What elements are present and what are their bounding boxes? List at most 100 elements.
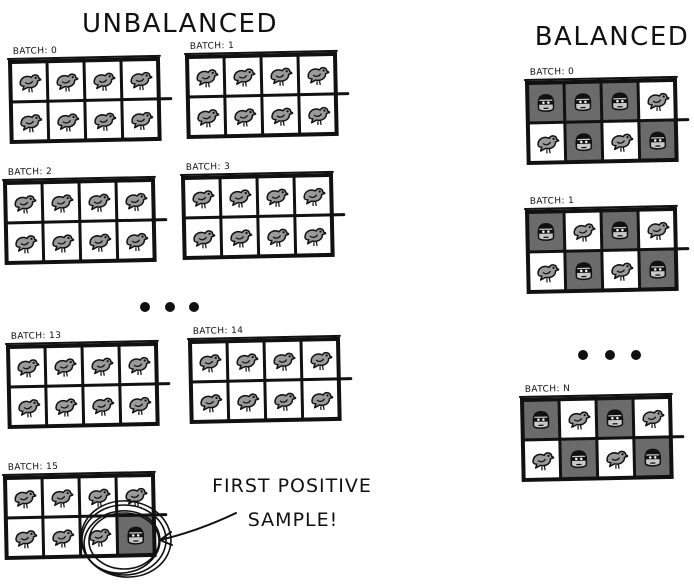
grid-lines: [4, 339, 171, 430]
positive-cell: [116, 514, 155, 556]
negative-cell: [118, 343, 157, 385]
positive-cell: [638, 248, 677, 290]
negative-cell: [293, 174, 332, 216]
positive-cell: [564, 250, 603, 292]
robber-icon: [570, 449, 588, 469]
negative-cell: [527, 122, 566, 163]
negative-cell: [116, 219, 155, 261]
negative-cell: [190, 341, 228, 382]
negative-cell: [46, 60, 85, 102]
robber-icon: [575, 261, 593, 281]
robber-icon: [611, 220, 629, 240]
negative-cell: [263, 339, 302, 381]
positive-cell: [600, 80, 639, 122]
negative-cell: [10, 101, 49, 142]
negative-cell: [5, 477, 43, 518]
negative-cell: [260, 54, 299, 96]
negative-cell: [223, 55, 262, 97]
grid-lines: [6, 54, 173, 145]
batch-grid: BATCH: 1: [523, 196, 690, 295]
robber-icon: [649, 259, 667, 279]
batch-label: BATCH: 1: [190, 41, 235, 52]
negative-cell: [637, 208, 676, 250]
unbalanced-batches: BATCH: 0 BATCH: 1 BATCH: 2 BATCH: 3 BATC…: [1, 41, 353, 561]
batch-grid: BATCH: 14: [186, 326, 353, 425]
positive-cell: [527, 211, 565, 252]
negative-cell: [219, 176, 258, 218]
negative-cell: [522, 439, 561, 480]
robber-icon: [644, 447, 662, 467]
positive-cell: [527, 82, 565, 123]
batch-label: BATCH: 13: [11, 331, 62, 342]
batch-label: BATCH: 2: [8, 167, 53, 178]
negative-cell: [257, 215, 296, 257]
negative-cell: [256, 175, 295, 217]
batch-label: BATCH: 15: [8, 462, 59, 473]
negative-cell: [183, 217, 222, 258]
ellipsis-balanced: [578, 350, 641, 360]
balanced-batches: BATCH: 0 BATCH: 1 BATCH: N: [518, 67, 690, 483]
robber-icon: [606, 408, 624, 428]
grid-lines: [1, 175, 168, 266]
negative-cell: [81, 344, 120, 386]
negative-cell: [120, 58, 159, 100]
negative-cell: [601, 249, 640, 291]
negative-cell: [5, 182, 43, 223]
negative-cell: [601, 120, 640, 162]
batch-grid: BATCH: 2: [1, 167, 168, 266]
batch-label: BATCH: 0: [13, 46, 58, 57]
negative-cell: [190, 381, 229, 422]
robber-icon: [537, 222, 555, 242]
negative-cell: [300, 338, 339, 380]
batch-label: BATCH: 1: [530, 196, 575, 207]
annotation-line-1: FIRST POSITIVE: [212, 475, 372, 497]
negative-cell: [187, 96, 226, 137]
negative-cell: [301, 378, 340, 420]
grid-lines: [523, 75, 690, 166]
balanced-title: BALANCED: [535, 22, 690, 52]
negative-cell: [115, 179, 154, 221]
negative-cell: [79, 220, 118, 262]
grid-lines: [179, 170, 346, 261]
positive-cell: [600, 209, 639, 251]
negative-cell: [84, 99, 123, 141]
negative-cell: [42, 516, 81, 558]
negative-cell: [115, 474, 154, 516]
batch-grid: BATCH: 0: [6, 46, 173, 145]
negative-cell: [226, 340, 265, 382]
negative-cell: [637, 79, 676, 121]
batch-grid: BATCH: 0: [523, 67, 690, 166]
robber-icon: [127, 525, 145, 545]
negative-cell: [261, 94, 300, 136]
negative-cell: [78, 475, 117, 517]
batch-label: BATCH: 14: [193, 326, 244, 337]
negative-cell: [42, 221, 81, 263]
negative-cell: [47, 100, 86, 142]
robber-icon: [537, 93, 555, 113]
negative-cell: [45, 385, 84, 427]
robber-icon: [611, 91, 629, 111]
robber-icon: [649, 130, 667, 150]
negative-cell: [227, 380, 266, 422]
batch-label: BATCH: 0: [530, 67, 575, 78]
negative-cell: [563, 210, 602, 252]
negative-cell: [220, 216, 259, 258]
positive-cell: [638, 119, 677, 161]
batch-grid: BATCH: 3: [179, 162, 346, 261]
robber-icon: [575, 132, 593, 152]
positive-cell: [564, 121, 603, 163]
ellipsis-unbalanced: [140, 302, 199, 312]
annotation-arrow: [159, 512, 237, 546]
negative-cell: [527, 251, 566, 292]
negative-cell: [121, 98, 160, 140]
negative-cell: [44, 345, 83, 387]
negative-cell: [41, 476, 80, 518]
negative-cell: [10, 61, 48, 102]
negative-cell: [632, 396, 671, 438]
positive-cell: [595, 397, 634, 439]
negative-cell: [297, 53, 336, 95]
negative-cell: [119, 383, 158, 425]
negative-cell: [224, 95, 263, 137]
negative-cell: [78, 180, 117, 222]
